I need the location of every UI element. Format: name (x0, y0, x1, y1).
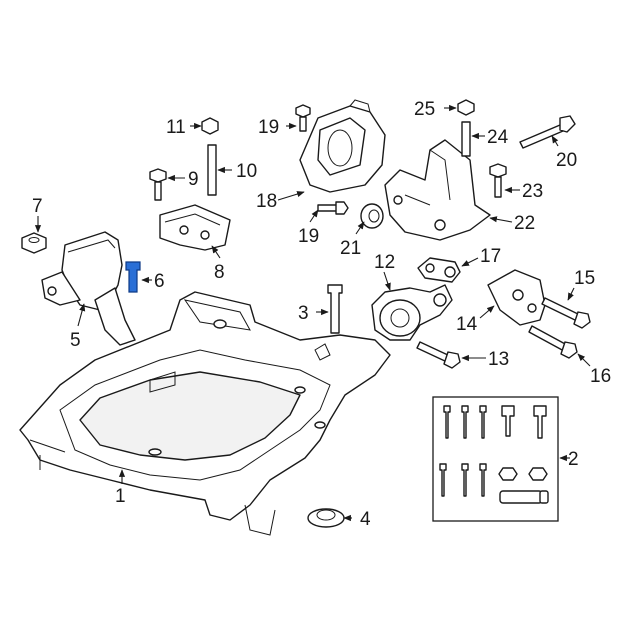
callout-11: 11 (166, 117, 186, 138)
nut-7[interactable] (21, 232, 47, 254)
bolt-16[interactable] (528, 325, 578, 359)
callout-22: 22 (514, 213, 535, 234)
callout-19-mid: 19 (298, 226, 319, 247)
callout-1: 1 (115, 486, 126, 507)
callout-20: 20 (556, 150, 577, 171)
bolt-13[interactable] (416, 341, 461, 369)
callout-18: 18 (256, 191, 277, 212)
callout-8: 8 (214, 262, 225, 283)
callout-labels: 1 2 3 4 5 6 7 8 9 10 11 12 13 14 15 16 1… (32, 99, 611, 530)
bolt-19-mid[interactable] (317, 201, 349, 215)
bolt-9[interactable] (149, 168, 167, 201)
bolt-19-top[interactable] (295, 104, 311, 132)
nut-25[interactable] (457, 99, 475, 116)
bushing-21[interactable] (360, 203, 384, 229)
bracket-22[interactable] (384, 139, 491, 241)
callout-9: 9 (188, 169, 199, 190)
bracket-8[interactable] (159, 204, 231, 251)
engine-mount-5[interactable] (41, 231, 136, 346)
bolt-6-highlighted[interactable] (125, 261, 141, 293)
bolt-3[interactable] (327, 284, 343, 334)
nut-11[interactable] (201, 117, 219, 135)
callout-6: 6 (154, 271, 165, 292)
callout-19-top: 19 (258, 117, 279, 138)
callout-17: 17 (480, 246, 501, 267)
bracket-14[interactable] (487, 269, 546, 326)
bolt-23[interactable] (489, 163, 507, 198)
callout-24: 24 (487, 127, 509, 148)
callout-4: 4 (360, 509, 371, 530)
callout-21: 21 (340, 238, 361, 259)
callout-10: 10 (236, 161, 257, 182)
subframe-part[interactable] (19, 291, 391, 536)
callout-15: 15 (574, 268, 595, 289)
callout-14: 14 (456, 314, 478, 335)
mount-18[interactable] (299, 99, 386, 193)
kit-bolts-row-2 (439, 463, 549, 504)
callout-3: 3 (298, 303, 309, 324)
washer-4[interactable] (307, 508, 345, 528)
stud-10[interactable] (207, 144, 217, 196)
bolt-20[interactable] (519, 115, 576, 149)
bolt-15[interactable] (541, 297, 591, 329)
link-17[interactable] (417, 257, 461, 283)
stud-24[interactable] (461, 121, 471, 157)
callout-7: 7 (32, 196, 43, 217)
callout-13: 13 (488, 349, 509, 370)
leader-lines (34, 104, 591, 522)
callout-5: 5 (70, 330, 81, 351)
callout-12: 12 (374, 252, 395, 273)
kit-bolts-row-1 (443, 405, 547, 439)
callout-16: 16 (590, 366, 611, 387)
mount-12[interactable] (371, 284, 453, 341)
callout-2: 2 (568, 449, 579, 470)
hardware-kit[interactable] (432, 396, 559, 522)
callout-23: 23 (522, 181, 543, 202)
callout-25: 25 (414, 99, 435, 120)
